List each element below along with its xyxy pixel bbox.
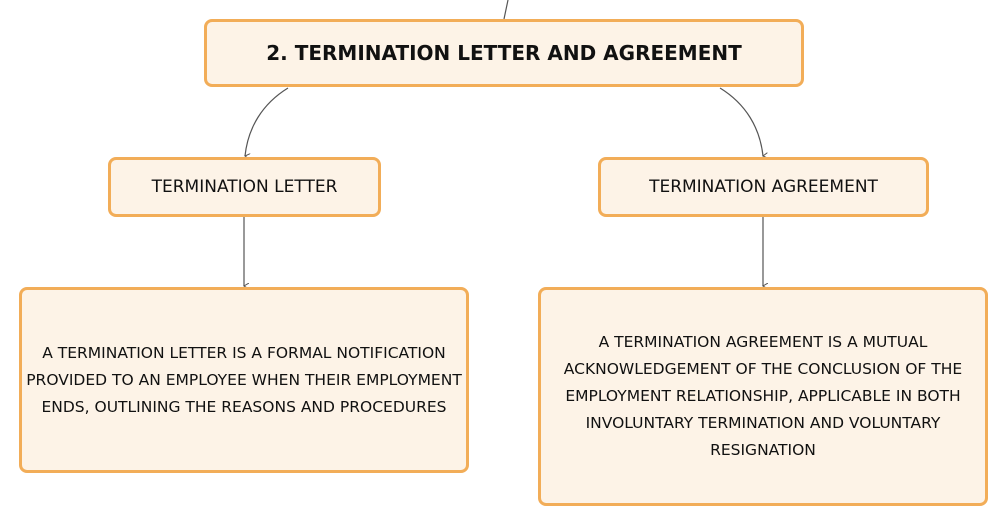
node-termination-agreement[interactable]: TERMINATION AGREEMENT	[598, 157, 929, 217]
node-termination-letter-label: TERMINATION LETTER	[151, 177, 338, 197]
connector-root-to-termination-agreement	[719, 87, 763, 156]
connector-root-to-termination-letter	[245, 87, 289, 156]
root-node[interactable]: 2. TERMINATION LETTER AND AGREEMENT	[204, 19, 804, 87]
termination-agreement-description-text: A TERMINATION AGREEMENT IS A MUTUAL ACKN…	[563, 333, 963, 459]
node-termination-letter[interactable]: TERMINATION LETTER	[108, 157, 381, 217]
termination-letter-description-text: A TERMINATION LETTER IS A FORMAL NOTIFIC…	[26, 343, 462, 416]
node-termination-agreement-label: TERMINATION AGREEMENT	[649, 177, 878, 197]
connector-parent-to-root	[503, 0, 509, 20]
node-termination-agreement-description[interactable]: A TERMINATION AGREEMENT IS A MUTUAL ACKN…	[538, 287, 988, 506]
root-node-label: 2. TERMINATION LETTER AND AGREEMENT	[266, 41, 742, 65]
node-termination-letter-description[interactable]: A TERMINATION LETTER IS A FORMAL NOTIFIC…	[19, 287, 469, 473]
